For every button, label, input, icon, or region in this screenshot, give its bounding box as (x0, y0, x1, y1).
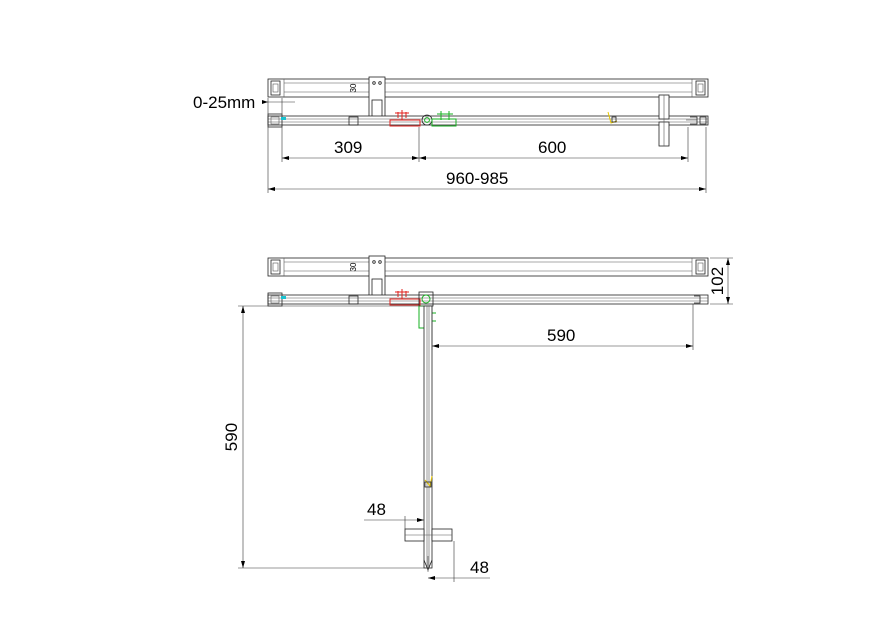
top-rail (267, 78, 709, 98)
open-door-end (423, 556, 433, 572)
open-door-handle (404, 528, 453, 542)
dim-right-label: 600 (538, 138, 566, 157)
wall-bracket (368, 76, 386, 122)
dim-handle-right (428, 541, 490, 582)
open-door-stopper (424, 475, 433, 488)
dim-depth-label: 102 (708, 267, 727, 295)
bottom-wall-bracket (368, 255, 386, 301)
bottom-glass-track (267, 292, 709, 307)
dim-depth (710, 257, 733, 305)
bottom-view: 30 (222, 255, 733, 582)
top-view: 30 (193, 76, 709, 193)
glass-track (267, 113, 709, 128)
dim-horizontal-label: 590 (547, 326, 575, 345)
dim-309-600 (281, 127, 689, 162)
dim-overall-label: 960-985 (446, 169, 508, 188)
dim-adjust-label: 0-25mm (193, 93, 255, 112)
dim-overall (267, 127, 707, 193)
dim-handle-left-label: 48 (367, 500, 386, 519)
bottom-top-rail (267, 257, 709, 277)
dim-handle-right-label: 48 (470, 558, 489, 577)
dim-left-label: 309 (334, 138, 362, 157)
stopper (607, 111, 618, 124)
dim-handle-left (364, 516, 424, 529)
hinge-hardware (389, 110, 457, 127)
dim-vertical-label: 590 (222, 423, 241, 451)
open-door-panel (423, 305, 433, 569)
bracket-label: 30 (349, 83, 358, 92)
dim-adjust (262, 98, 295, 114)
dim-horizontal (431, 304, 694, 350)
track-end (686, 116, 707, 125)
bottom-bracket-label: 30 (349, 262, 358, 271)
door-handle (658, 94, 670, 147)
seal-strip (281, 117, 286, 120)
dim-vertical (238, 305, 424, 569)
